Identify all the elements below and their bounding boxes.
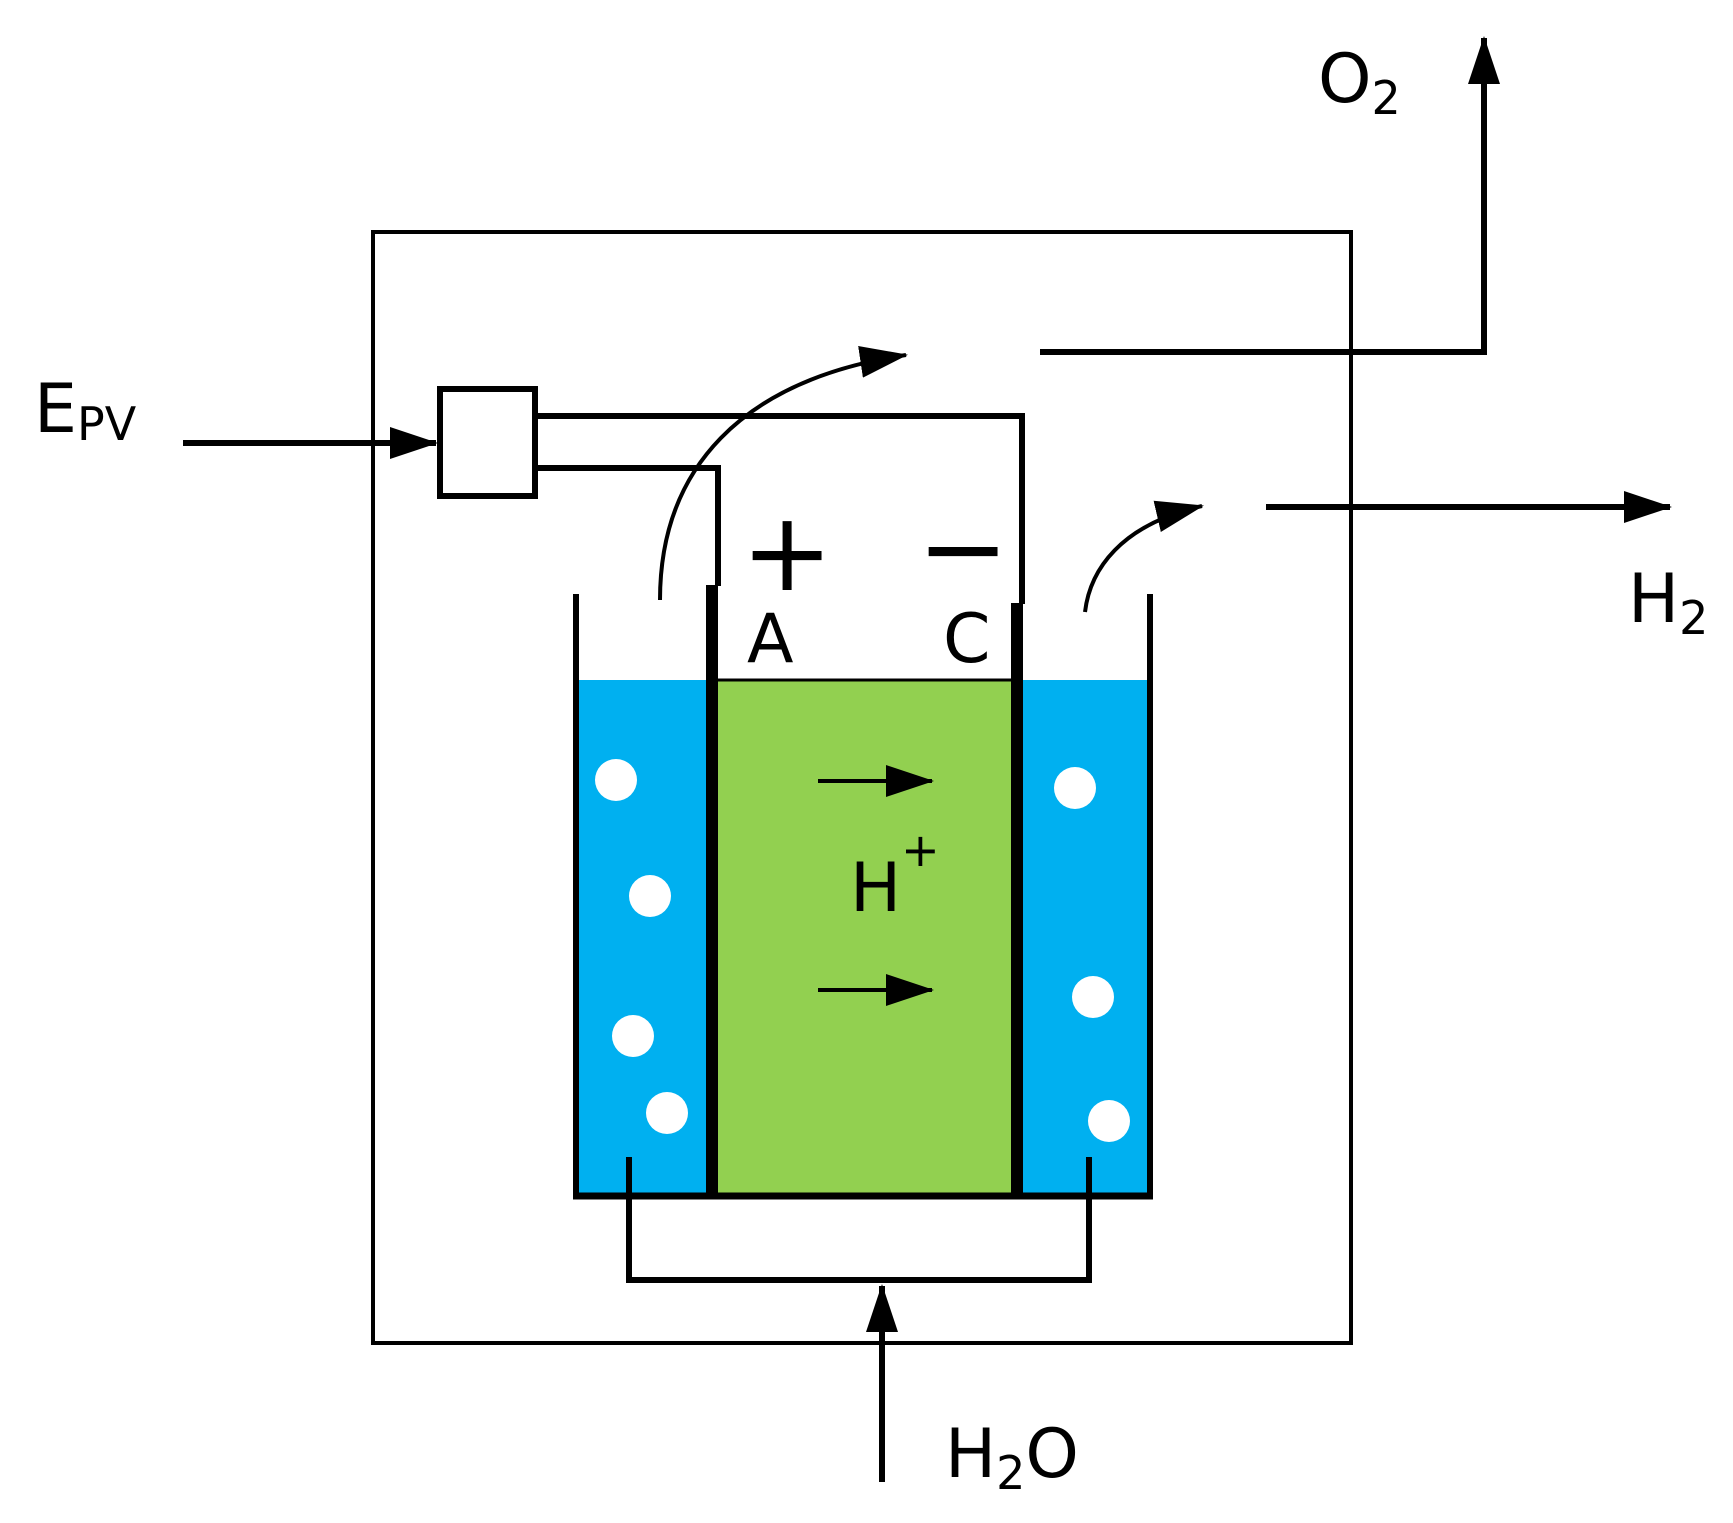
bubble xyxy=(629,875,671,917)
cathode-label: C xyxy=(943,600,990,679)
bubble xyxy=(1088,1100,1130,1142)
energy-input-label: EPV xyxy=(34,370,137,451)
oxygen-outlet-arrow xyxy=(1040,36,1500,355)
oxygen-rise-arrow xyxy=(658,346,908,601)
cathode-chamber-electrolyte xyxy=(1020,680,1150,1195)
wire-to-cathode xyxy=(535,413,1025,604)
wire-to-anode xyxy=(535,465,721,586)
hydrogen-label: H2 xyxy=(1628,560,1708,645)
bubble xyxy=(1054,767,1096,809)
oxygen-label: O2 xyxy=(1318,40,1401,125)
hydrogen-rise-arrow xyxy=(1083,500,1204,613)
cathode-polarity-sign: − xyxy=(917,484,1009,612)
water-distribution-pipe xyxy=(626,1157,1092,1283)
system-boundary xyxy=(371,230,1353,1345)
proton-label: H+ xyxy=(850,823,940,928)
anode-label: A xyxy=(747,600,794,679)
water-label: H2O xyxy=(945,1415,1079,1500)
bubble xyxy=(612,1015,654,1057)
power-controller-box xyxy=(437,386,538,499)
bubble xyxy=(646,1092,688,1134)
membrane xyxy=(714,680,1014,1195)
bubble xyxy=(1072,976,1114,1018)
bubble xyxy=(595,759,637,801)
anode-polarity-sign: + xyxy=(741,488,833,616)
